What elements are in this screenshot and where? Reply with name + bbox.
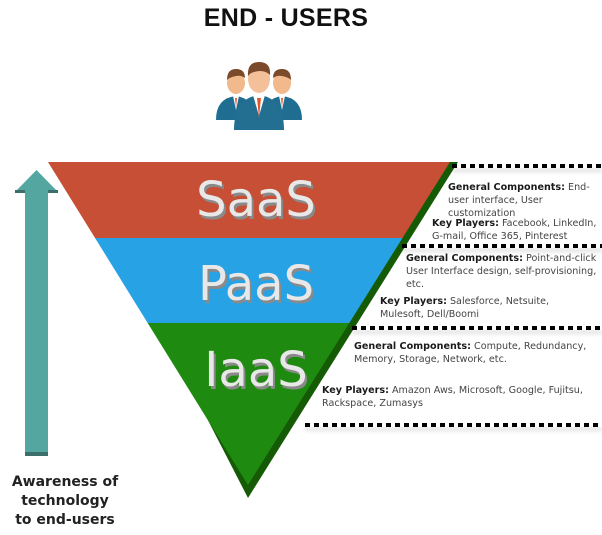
arrow-up-icon	[15, 170, 58, 456]
separator-bottom	[305, 423, 602, 427]
paas-general-components: General Components: Point-and-click User…	[406, 252, 602, 291]
user-center-icon	[234, 62, 284, 130]
separator-saas-paas	[402, 244, 602, 248]
key-players-label: Key Players:	[380, 296, 447, 307]
iaas-label: IaaS	[204, 342, 307, 398]
caption-line: to end-users	[15, 512, 115, 528]
paas-label: PaaS	[198, 256, 314, 312]
general-components-text: End-user interface, User customization	[448, 182, 590, 219]
key-players-text: Salesforce, Netsuite, Mulesoft, Dell/Boo…	[380, 296, 550, 320]
saas-layer	[48, 162, 450, 238]
awareness-caption: Awareness of technology to end-users	[0, 473, 130, 530]
separator-top	[452, 164, 602, 168]
general-components-label: General Components:	[406, 253, 523, 264]
iaas-general-components: General Components: Compute, Redundancy,…	[354, 340, 594, 366]
title-text: END - USERS	[203, 4, 369, 32]
general-components-label: General Components	[448, 182, 562, 193]
general-components-text: Compute, Redundancy, Memory, Storage, Ne…	[354, 341, 587, 365]
key-players-text: Facebook, LinkedIn, G-mail, Office 365, …	[432, 218, 597, 242]
saas-general-components: General Components: End-user interface, …	[448, 181, 602, 220]
caption-line: Awareness of	[11, 474, 119, 490]
saas-label: SaaS	[196, 172, 316, 228]
group-of-users-icon	[216, 62, 302, 130]
saas-key-players: Key Players: Facebook, LinkedIn, G-mail,…	[432, 217, 602, 243]
general-components-label: General Components:	[354, 341, 471, 352]
saas-label-shadow: SaaS	[198, 175, 318, 231]
key-players-text: Amazon Aws, Microsoft, Google, Fujitsu, …	[322, 385, 583, 409]
general-components-text: Point-and-click User Interface design, s…	[406, 253, 597, 290]
key-players-label: Key Players:	[432, 218, 499, 229]
paas-label-shadow: PaaS	[200, 259, 316, 315]
key-players-label: Key Players:	[322, 385, 389, 396]
diagram-title: END - USERS	[0, 4, 602, 33]
caption-line: technology	[21, 493, 109, 509]
separator-paas-iaas	[352, 326, 602, 330]
paas-key-players: Key Players: Salesforce, Netsuite, Mules…	[380, 295, 580, 321]
iaas-label-shadow: IaaS	[206, 345, 309, 401]
label-separator: :	[561, 182, 565, 193]
iaas-key-players: Key Players: Amazon Aws, Microsoft, Goog…	[322, 384, 602, 410]
